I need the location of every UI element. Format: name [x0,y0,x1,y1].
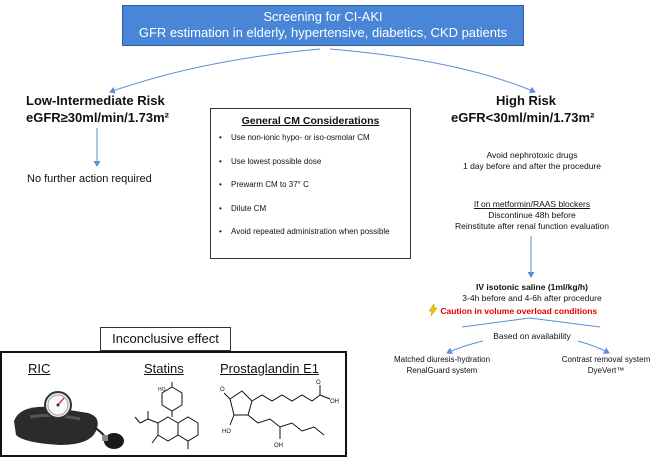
lightning-icon [428,303,438,319]
nephrotoxic-line2: 1 day before and after the procedure [463,161,601,171]
prostaglandin-structure-icon: O O OH OH HO [220,379,344,458]
svg-text:OH: OH [330,399,339,405]
option2-line2: DyeVert™ [587,366,625,375]
arrow-to-option2 [577,340,610,354]
nephrotoxic-line1: Avoid nephrotoxic drugs [486,150,578,160]
cm-considerations-box: General CM Considerations Use non-ionic … [210,108,411,259]
screening-title: Screening for CI-AKI [263,9,383,24]
list-item: Use non-ionic hypo- or iso-osmolar CM [219,133,410,143]
low-risk-egfr: eGFR≥30ml/min/1.73m² [26,110,169,125]
arrow-to-low-risk [109,48,321,94]
option2-line1: Contrast removal system [561,355,651,364]
nephrotoxic-advice: Avoid nephrotoxic drugs 1 day before and… [434,150,630,172]
cm-considerations-title: General CM Considerations [241,115,380,127]
saline-heading: IV isotonic saline (1ml/kg/h) [476,282,588,292]
metformin-advice: If on metformin/RAAS blockers Discontinu… [434,199,630,232]
screening-box: Screening for CI-AKI GFR estimation in e… [122,5,524,46]
list-item: Prewarm CM to 37° C [219,180,410,190]
list-item: Avoid repeated administration when possi… [219,227,410,237]
option1-line2: RenalGuard system [406,366,478,375]
metformin-line2: Reinstitute after renal function evaluat… [454,221,610,231]
blood-pressure-cuff-icon [10,383,128,458]
saline-advice: IV isotonic saline (1ml/kg/h) 3-4h befor… [434,282,630,304]
option-dyevert: Contrast removal system DyeVert™ [556,354,656,376]
availability-label: Based on availability [493,331,571,341]
list-item: Dilute CM [219,204,410,214]
option1-line1: Matched diuresis-hydration [393,355,491,364]
statins-label: Statins [144,361,184,376]
screening-subtitle: GFR estimation in elderly, hypertensive,… [138,25,508,40]
high-risk-egfr: eGFR<30ml/min/1.73m² [451,110,595,125]
high-risk-title: High Risk [496,93,556,108]
svg-text:O: O [220,387,225,393]
svg-text:HO: HO [158,387,166,393]
low-risk-action: No further action required [27,173,152,185]
brace-availability [461,317,601,328]
statin-structure-icon: HO [132,381,212,458]
inconclusive-box: RIC Statins Prostaglandin E1 HO [0,351,347,457]
svg-text:OH: OH [274,443,283,449]
caution-text: Caution in volume overload conditions [440,305,598,316]
list-item: Use lowest possible dose [219,157,410,167]
metformin-line1: Discontinue 48h before [488,210,576,220]
caution-line: Caution in volume overload conditions [428,303,598,319]
option-renalguard: Matched diuresis-hydration RenalGuard sy… [382,354,502,376]
inconclusive-title: Inconclusive effect [112,331,219,346]
svg-text:O: O [316,380,321,386]
ric-label: RIC [28,361,51,376]
cm-considerations-list: Use non-ionic hypo- or iso-osmolar CM Us… [211,133,410,237]
saline-timing: 3-4h before and 4-6h after procedure [462,293,602,303]
prostaglandin-label: Prostaglandin E1 [220,361,320,376]
svg-text:HO: HO [222,429,231,435]
low-risk-title: Low-Intermediate Risk [26,93,165,108]
inconclusive-title-box: Inconclusive effect [100,327,231,351]
arrow-to-high-risk [329,48,536,94]
metformin-heading: If on metformin/RAAS blockers [473,199,591,209]
arrow-to-option1 [446,340,484,355]
